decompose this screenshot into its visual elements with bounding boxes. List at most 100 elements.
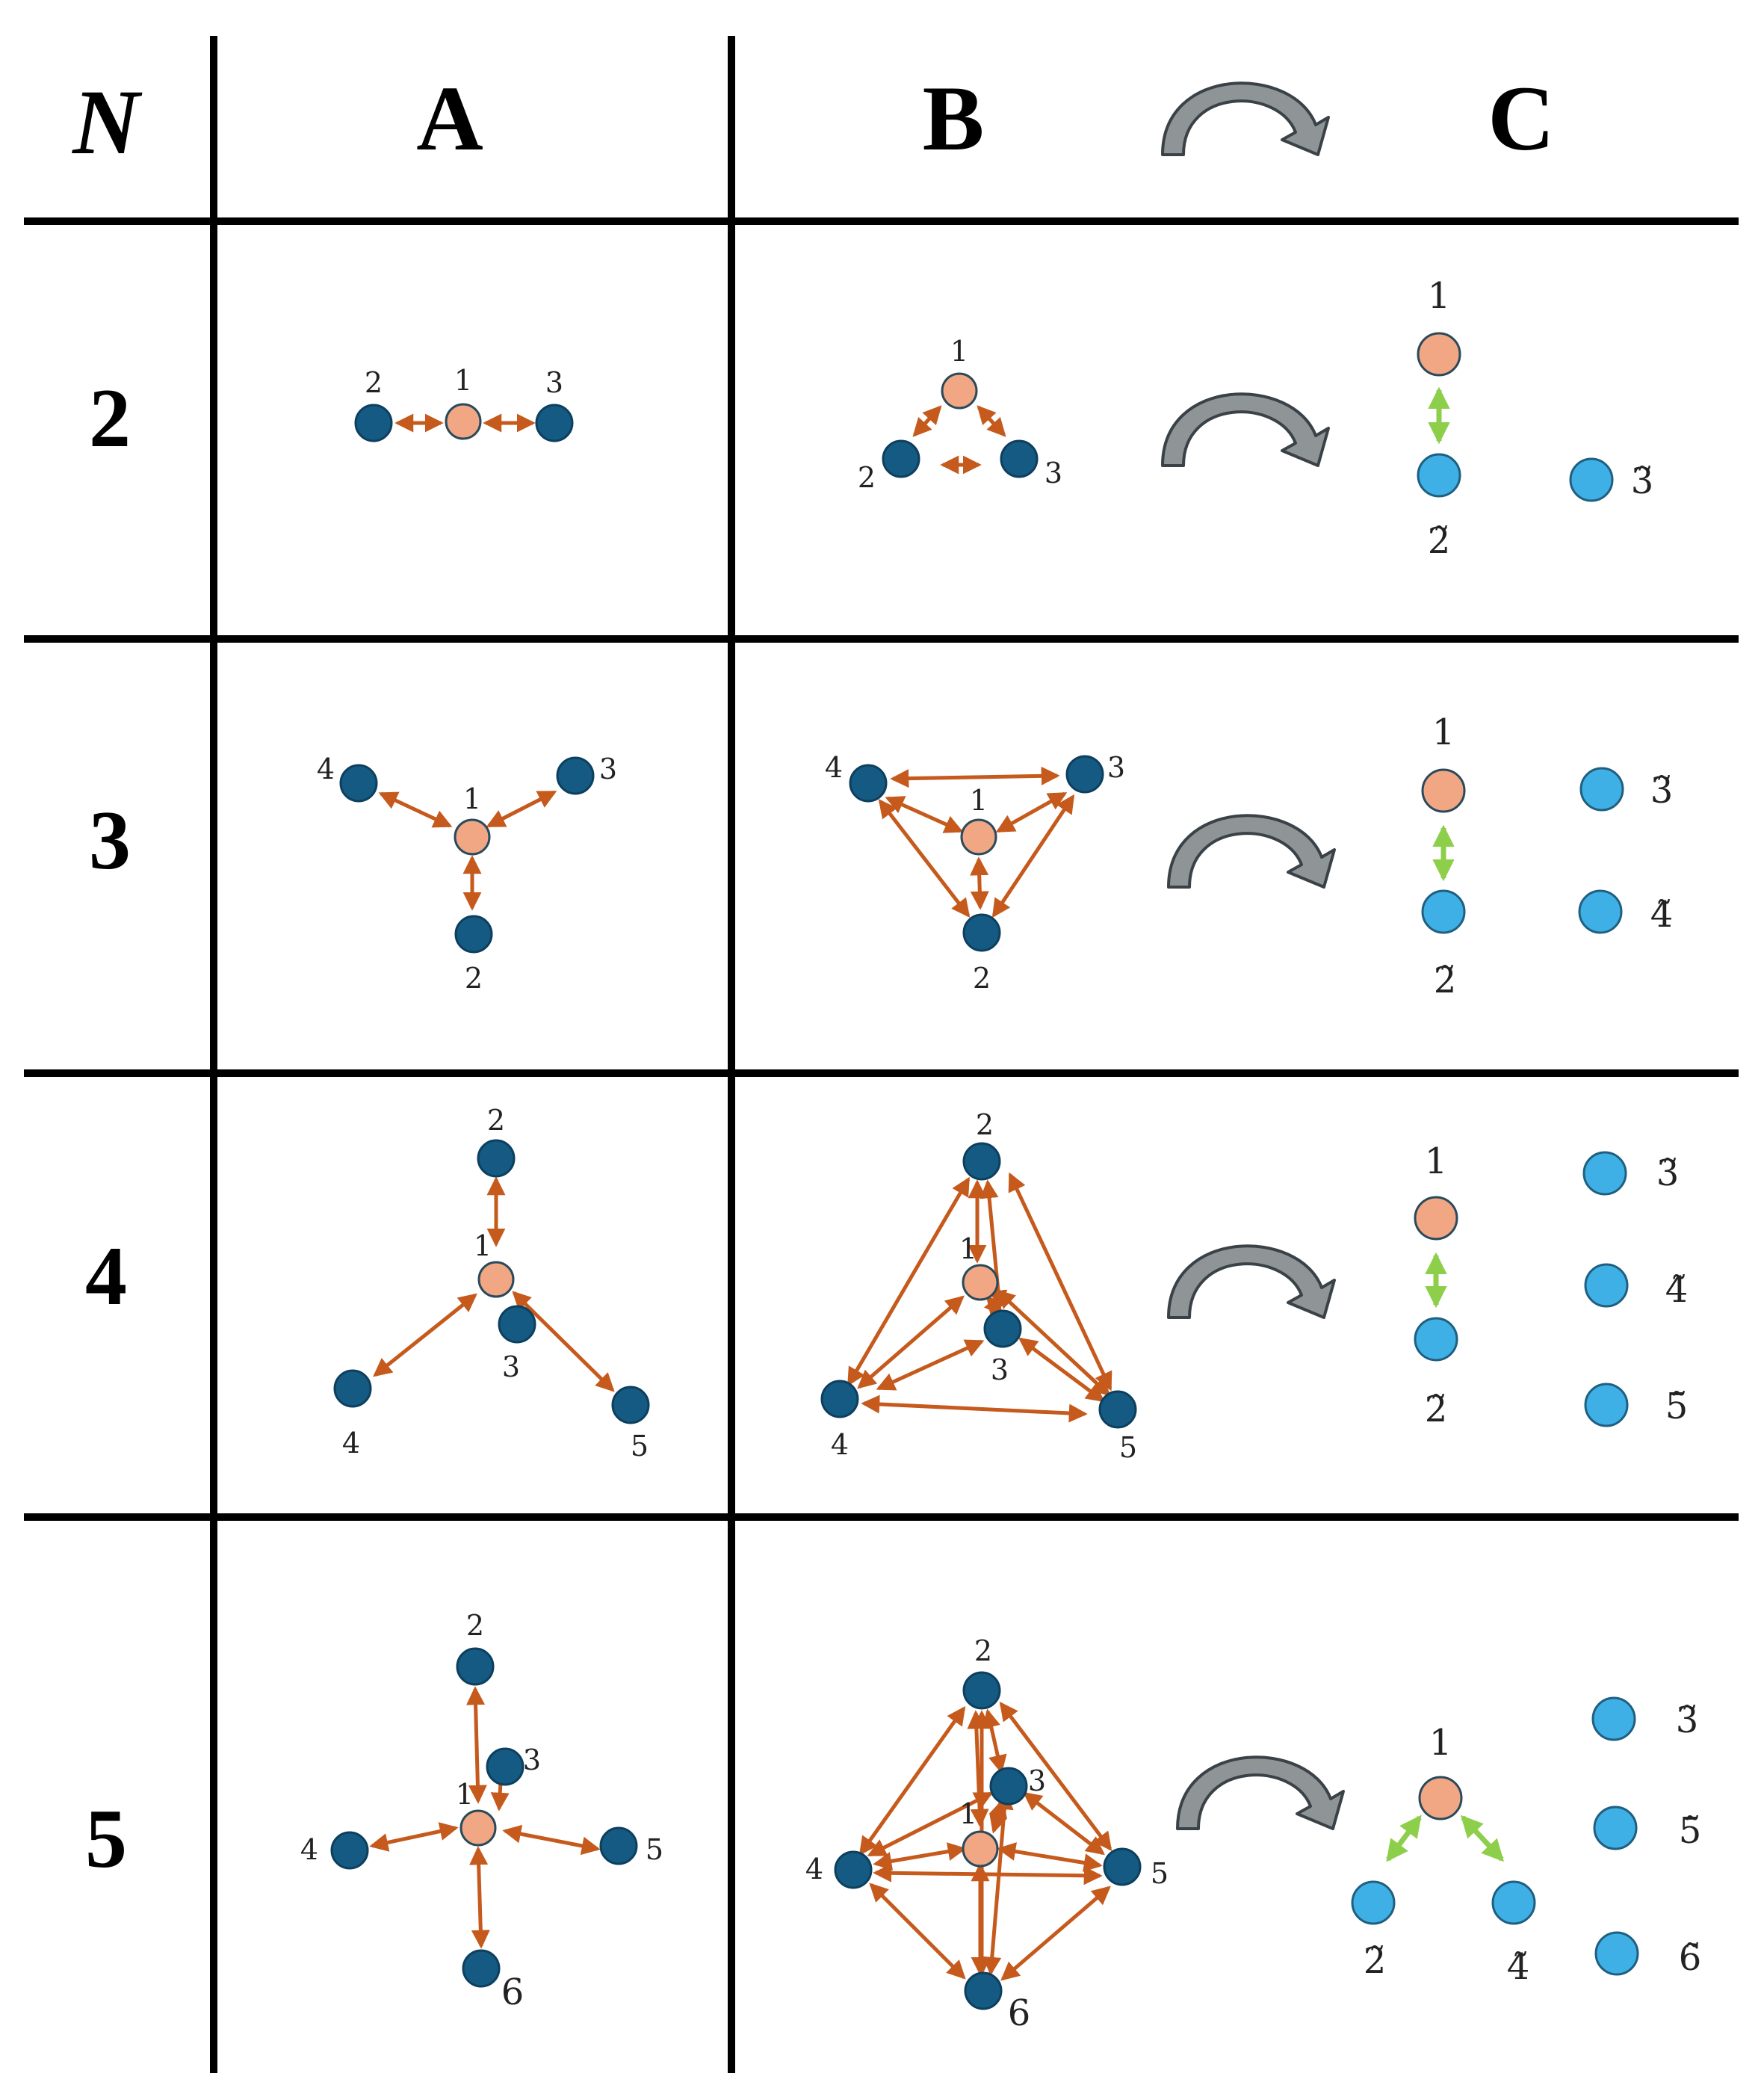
node-label: 1 <box>1429 1722 1452 1764</box>
spin-node <box>339 764 378 803</box>
spin-node <box>820 1380 859 1418</box>
interaction-edge <box>912 405 942 437</box>
node-label: 6̃ <box>1679 1937 1702 1979</box>
header-n: N <box>71 71 143 173</box>
transformed-spin-node <box>1491 1880 1536 1925</box>
interaction-edge <box>373 1293 477 1377</box>
node-label: 1 <box>1428 275 1451 317</box>
node-label: 3̃ <box>1676 1699 1699 1741</box>
row-label: 3 <box>89 794 131 887</box>
node-label: 2 <box>976 1108 994 1141</box>
node-label: 1 <box>474 1229 492 1262</box>
node-label: 5 <box>1151 1857 1169 1890</box>
interaction-edge <box>997 1842 1103 1872</box>
spin-node <box>330 1831 369 1870</box>
spin-node <box>333 1369 372 1408</box>
spin-node <box>1000 439 1039 478</box>
interaction-edge <box>991 794 1075 918</box>
curved-arrow-icon <box>1167 814 1336 889</box>
transformed-spin-node <box>1417 453 1461 498</box>
transformed-spin-node <box>1579 767 1624 812</box>
graph-a-n5: 2 3 1 4 5 6 <box>300 1609 663 2013</box>
spin-node <box>1103 1847 1142 1886</box>
spin-node <box>962 913 1001 952</box>
node-label: 1 <box>970 784 988 817</box>
interaction-edge <box>1000 1885 1111 1981</box>
node-label: 5 <box>1119 1431 1137 1464</box>
node-label: 2 <box>487 1104 505 1137</box>
graph-c-n5: 1 2̃ 4̃ 3̃ 5̃ 6̃ <box>1351 1696 1702 1988</box>
spin-node <box>456 1647 495 1686</box>
spin-node <box>962 1671 1001 1710</box>
curved-arrow-icon <box>1161 81 1330 156</box>
coupling-edge <box>1386 1815 1422 1862</box>
header-b: B <box>923 67 985 170</box>
node-label: 3 <box>502 1350 520 1383</box>
graph-c-n2: 1 2̃ 3̃ <box>1417 275 1654 562</box>
curved-arrow-icon <box>1176 1755 1345 1830</box>
interaction-edge <box>977 405 1006 437</box>
coupling-edge <box>1460 1815 1505 1862</box>
node-label: 1 <box>456 1778 474 1811</box>
node-label: 3̃ <box>1631 460 1654 502</box>
node-label: 3 <box>1028 1764 1046 1797</box>
spin-node <box>535 404 574 442</box>
graph-a-n4: 2 1 3 4 5 <box>333 1104 650 1463</box>
spin-node <box>989 1767 1028 1806</box>
node-label: 2 <box>974 1634 992 1667</box>
interaction-edge <box>873 1863 1103 1885</box>
node-label: 3 <box>991 1353 1009 1386</box>
node-label: 1 <box>959 1797 977 1830</box>
spin-node <box>486 1747 524 1786</box>
interaction-edge <box>1008 1172 1112 1392</box>
central-spin-node <box>962 1830 999 1868</box>
central-spin-node <box>445 403 482 440</box>
node-label: 6 <box>1008 1992 1031 2034</box>
node-label: 3 <box>1045 457 1062 489</box>
graph-a-n3: 4 3 1 2 <box>317 753 617 995</box>
node-label: 4 <box>831 1428 849 1461</box>
header-c: C <box>1488 67 1555 170</box>
node-label: 3̃ <box>1650 770 1674 812</box>
central-spin-node <box>477 1261 515 1298</box>
spin-node <box>611 1386 650 1424</box>
node-label: 4 <box>342 1427 360 1460</box>
transformed-spin-node <box>1414 1317 1458 1362</box>
node-label: 2̃ <box>1434 960 1457 1001</box>
node-label: 2̃ <box>1428 520 1451 562</box>
node-label: 1 <box>1425 1140 1448 1182</box>
interaction-edge <box>876 1339 985 1391</box>
interaction-edge <box>378 791 453 828</box>
node-label: 4 <box>317 753 335 785</box>
node-label: 3 <box>545 366 563 399</box>
node-label: 6 <box>501 1971 524 2013</box>
interaction-edge <box>466 1686 487 1804</box>
transformed-spin-node <box>1593 1806 1638 1850</box>
transformed-spin-node <box>1578 889 1623 934</box>
interaction-edge <box>982 1708 1007 1774</box>
node-label: 4 <box>300 1833 318 1866</box>
node-label: 5 <box>631 1430 649 1463</box>
spin-node <box>477 1139 516 1178</box>
row-label: 2 <box>89 372 131 465</box>
spin-node <box>599 1826 638 1865</box>
graph-a-n2: 2 1 3 <box>354 364 574 442</box>
row-label: 4 <box>85 1230 127 1323</box>
interaction-edge <box>512 1291 615 1392</box>
graph-b-n4: 2 1 3 4 5 <box>820 1108 1137 1464</box>
spin-node <box>964 1971 1003 2010</box>
header-a: A <box>416 67 483 170</box>
central-spin-node <box>1417 332 1461 377</box>
spin-node <box>498 1305 536 1344</box>
graph-c-n4: 1 2̃ 3̃ 4̃ 5̃ <box>1414 1140 1688 1430</box>
spin-node <box>849 764 888 803</box>
node-label: 1 <box>463 782 481 815</box>
interaction-edge <box>878 799 971 918</box>
central-spin-node <box>1421 768 1466 813</box>
transformed-spin-node <box>1351 1880 1396 1925</box>
graph-b-n5: 2 3 1 4 5 6 <box>805 1634 1169 2034</box>
node-label: 1 <box>950 335 968 368</box>
transformed-spin-node <box>1421 889 1466 934</box>
curved-arrow-icon <box>1167 1244 1336 1319</box>
